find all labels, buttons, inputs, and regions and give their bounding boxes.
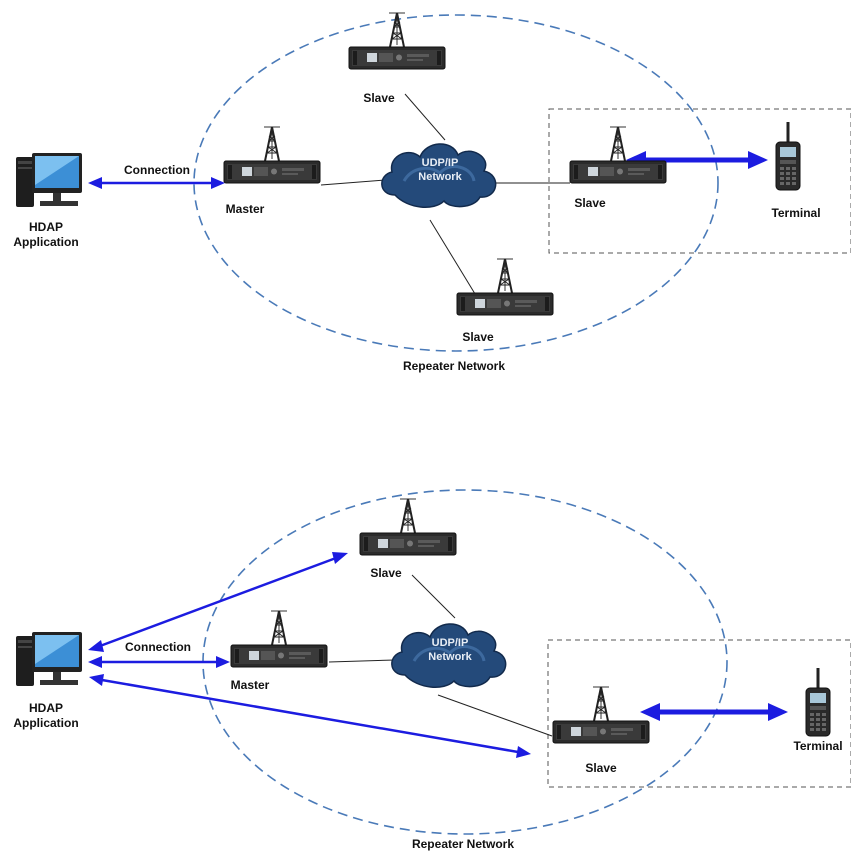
slave-right-repeater-icon <box>569 126 667 184</box>
computer-icon <box>16 153 82 207</box>
connection-arrow-slave-top <box>88 552 348 652</box>
slave-right-repeater-icon <box>552 686 650 744</box>
link-cloud-slave-top <box>404 93 446 141</box>
network-label-line2: Network <box>418 171 462 183</box>
link-cloud-slave-right <box>437 694 553 737</box>
hdap-label-line2: Application <box>13 235 78 249</box>
master-label: Master <box>226 202 265 216</box>
terminal-label: Terminal <box>793 739 842 753</box>
slave-right-label: Slave <box>574 196 606 210</box>
link-master-cloud <box>328 659 396 663</box>
hdap-label-line1: HDAP <box>29 701 63 715</box>
slave-top-repeater-icon <box>359 498 457 556</box>
computer-icon <box>16 632 82 686</box>
network-label-line1: UDP/IP <box>422 157 459 169</box>
repeater-network-ellipse <box>193 14 719 352</box>
connection-arrow <box>88 656 230 668</box>
hdap-label-line1: HDAP <box>29 220 63 234</box>
slave-top-repeater-icon <box>348 12 446 70</box>
diagram-2: HDAP Application Connection Master Slave… <box>13 489 851 851</box>
diagram-1: HDAP Application Connection Master Slave… <box>13 12 851 373</box>
slave-terminal-box <box>548 108 851 254</box>
slave-terminal-arrow <box>640 703 788 721</box>
repeater-network-label: Repeater Network <box>412 837 514 851</box>
slave-bottom-label: Slave <box>462 330 494 344</box>
master-label: Master <box>231 678 270 692</box>
network-label-line2: Network <box>428 651 472 663</box>
slave-top-label: Slave <box>363 91 395 105</box>
hdap-label-line2: Application <box>13 716 78 730</box>
connection-arrow-slave-right <box>89 674 531 758</box>
link-master-cloud <box>320 179 386 186</box>
terminal-icon <box>805 667 831 737</box>
slave-top-label: Slave <box>370 566 402 580</box>
link-cloud-slave-top <box>411 574 456 619</box>
terminal-icon <box>775 121 801 191</box>
connection-label: Connection <box>125 640 191 654</box>
master-repeater-icon <box>223 126 321 184</box>
master-repeater-icon <box>230 610 328 668</box>
terminal-label: Terminal <box>771 206 820 220</box>
connection-arrow <box>88 177 225 189</box>
repeater-network-label: Repeater Network <box>403 359 505 373</box>
network-label-line1: UDP/IP <box>432 637 469 649</box>
connection-label: Connection <box>124 163 190 177</box>
slave-right-label: Slave <box>585 761 617 775</box>
